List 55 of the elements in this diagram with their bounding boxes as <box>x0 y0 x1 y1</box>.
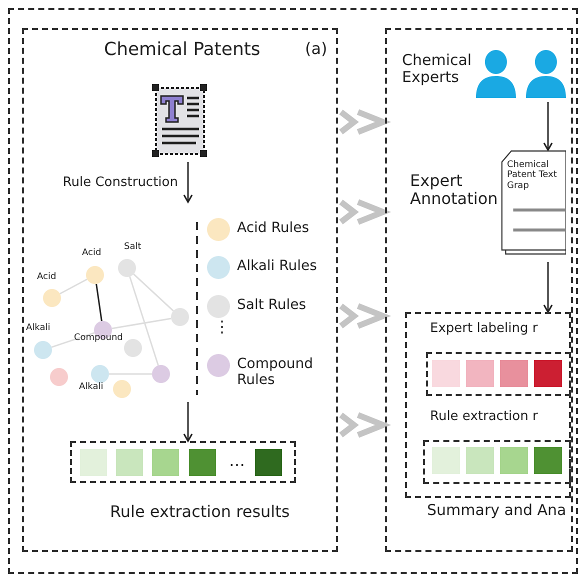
legend-text: Compound Rules <box>237 356 314 388</box>
group-heading: Summary and Ana <box>427 502 566 520</box>
chevron-arrow <box>338 303 392 329</box>
arrow <box>183 162 193 203</box>
connector-line <box>96 284 102 322</box>
legend-text: Acid Rules <box>237 220 310 236</box>
color-square <box>116 449 143 476</box>
arrow <box>183 402 193 442</box>
connector-line <box>51 332 95 348</box>
graph-node-circle <box>124 339 142 357</box>
color-square <box>152 449 179 476</box>
graph-node-circle <box>113 380 131 398</box>
node-label: Alkali <box>26 323 50 334</box>
group-heading: Rule extraction results <box>110 503 290 522</box>
node-label: Alkali <box>79 382 104 392</box>
chevron-arrow <box>338 109 392 135</box>
connector-line <box>112 318 172 330</box>
color-square <box>466 360 494 387</box>
panel-title: Chemical Patents <box>104 40 260 61</box>
color-square <box>432 360 460 387</box>
group-label: Chemical Experts <box>402 52 473 86</box>
step-label: Expert Annotation <box>410 172 499 209</box>
arrow <box>543 102 553 151</box>
color-square <box>432 447 460 474</box>
node-label: Salt <box>124 242 142 252</box>
ellipsis: ⋮ <box>214 318 230 336</box>
chevron-arrow <box>338 199 392 225</box>
connector-line <box>109 373 152 375</box>
color-square <box>466 447 494 474</box>
ellipsis: … <box>229 452 245 470</box>
node-label: Acid <box>82 248 102 258</box>
graph-node-circle <box>50 368 68 386</box>
color-square <box>534 360 562 387</box>
connector-line <box>129 276 159 366</box>
legend-text: Alkali Rules <box>237 258 317 274</box>
color-square <box>534 447 562 474</box>
color-square <box>255 449 282 476</box>
node-label: Compound <box>74 333 123 344</box>
group-heading: Expert labeling r <box>430 322 538 337</box>
chevron-arrow <box>338 412 392 438</box>
color-square <box>189 449 216 476</box>
connector-line <box>133 274 174 312</box>
connector-line <box>60 278 88 294</box>
node-label: Acid <box>37 272 56 282</box>
arrow <box>543 262 553 313</box>
legend-text: Salt Rules <box>237 297 308 314</box>
dashed-frame <box>8 8 578 574</box>
dashed-panel <box>385 28 573 552</box>
color-square <box>80 449 107 476</box>
graph-node-circle <box>152 365 170 383</box>
color-square <box>500 360 528 387</box>
group-heading: Rule extraction r <box>430 410 538 425</box>
color-square <box>500 447 528 474</box>
panel-letter: (a) <box>305 40 328 58</box>
graph-node-circle <box>171 308 189 326</box>
